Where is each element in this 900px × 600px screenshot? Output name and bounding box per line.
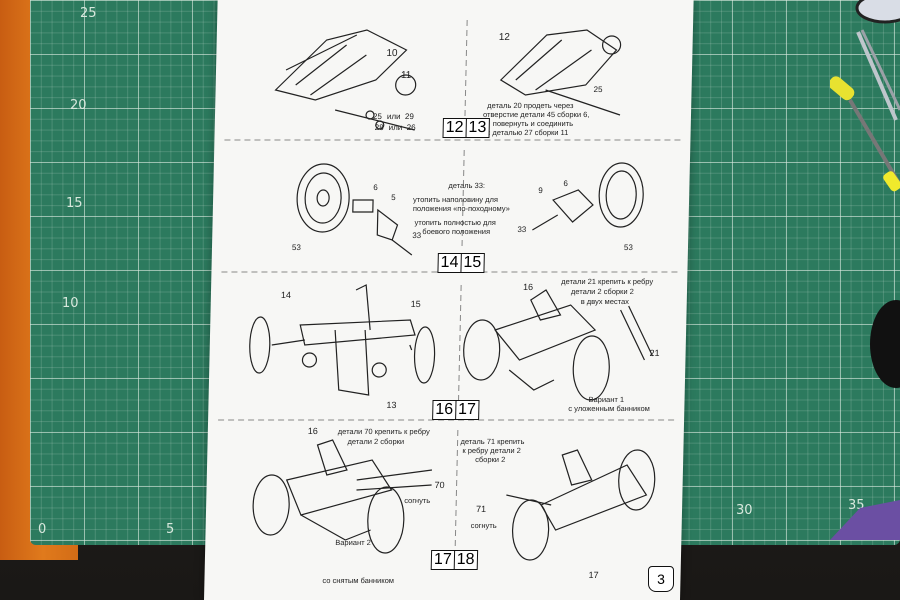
instruction-drawings: 10 11 25 или 29 28 или 26 12 25 6 5 33 5… [218, 20, 681, 585]
instruction-line: детали 21 крепить к ребру [561, 277, 653, 286]
part-label: 11 [401, 70, 412, 81]
part-label: 16 [308, 426, 318, 436]
part-label: 53 [292, 243, 302, 252]
part-label: 9 [538, 186, 543, 195]
hobby-tools [830, 0, 900, 192]
part-label: 33 [412, 231, 422, 240]
instruction-line: детали 70 крепить к ребру [338, 427, 430, 436]
mat-ruler-number: 25 [80, 6, 97, 21]
step-number: 12 [443, 119, 467, 137]
part-label: 25 [593, 85, 603, 94]
instruction-line: утопить наполовину для [413, 195, 498, 204]
part-label: 6 [373, 183, 378, 192]
part-callouts: 10 11 25 или 29 28 или 26 12 25 6 5 33 5… [281, 32, 660, 580]
instruction-line: в двух местах [581, 297, 630, 306]
part-label: 12 [499, 32, 511, 43]
instruction-line: деталь 20 продеть через [487, 101, 574, 110]
instruction-line: с деталью 27 сборки 11 [487, 128, 569, 137]
part-label: 15 [411, 299, 421, 309]
step-number: 14 [438, 254, 462, 272]
black-object [870, 300, 900, 388]
mat-ruler-number: 15 [66, 196, 83, 211]
mat-ruler-number: 20 [70, 98, 87, 113]
step18-drawing [506, 449, 656, 561]
step17b-drawing [252, 439, 433, 554]
step-number: 16 [433, 401, 457, 419]
part-label: 14 [281, 290, 291, 300]
step16-drawing [249, 284, 436, 396]
instruction-line: деталь 33: [448, 181, 485, 190]
instruction-line: к ребру детали 2 [462, 446, 521, 455]
part-label: 29 [405, 112, 415, 121]
instruction-line: Вариант 1 [588, 395, 624, 404]
instruction-line: повернуть и соединить [493, 119, 574, 128]
mat-ruler-number: 5 [166, 522, 175, 537]
instruction-line: утопить полностью для [414, 218, 496, 227]
instruction-sheet: 10 11 25 или 29 28 или 26 12 25 6 5 33 5… [204, 0, 694, 600]
instruction-text: деталь 20 продеть через отверстие детали… [322, 101, 653, 585]
part-label: или [389, 123, 403, 132]
part-label: 10 [386, 48, 398, 59]
page-number: 3 [648, 566, 674, 592]
part-label: 17 [588, 570, 598, 580]
step13-drawing [499, 29, 622, 116]
part-label: или [387, 112, 401, 121]
instruction-line: боевого положения [422, 227, 490, 236]
step14-drawing [296, 163, 413, 256]
part-label: 26 [407, 123, 417, 132]
step12-drawing [274, 29, 417, 131]
step15-drawing [532, 162, 644, 231]
part-label: 25 [373, 112, 383, 121]
step-number: 17 [431, 551, 455, 569]
mat-ruler-number: 10 [62, 296, 79, 311]
brush-handle [830, 76, 855, 101]
tweezers [856, 31, 898, 121]
instruction-line: согнуть [404, 496, 430, 505]
instruction-line: детали 2 сборки 2 [571, 287, 634, 296]
instruction-line: сборки 2 [475, 455, 505, 464]
purple-mat [830, 500, 900, 540]
instruction-line: Вариант 2 [335, 538, 371, 547]
step-number: 17 [457, 401, 477, 418]
paint-jar-lid [855, 0, 900, 24]
part-label: 70 [434, 480, 444, 490]
part-label: 6 [563, 179, 568, 188]
part-label: 13 [386, 400, 396, 410]
mat-ruler-number: 0 [38, 522, 47, 537]
instruction-line: со снятым банником [322, 576, 394, 585]
instruction-line: детали 2 сборки [347, 437, 404, 446]
part-label: 28 [375, 123, 385, 132]
brush-ferrule [848, 98, 900, 187]
step17-drawing [463, 289, 654, 401]
part-label: 71 [476, 504, 486, 514]
instruction-line: отверстие детали 45 сборки 6, [483, 110, 590, 119]
mat-ruler-number: 30 [736, 503, 753, 518]
part-label: 21 [649, 348, 659, 358]
instruction-line: деталь 71 крепить [460, 437, 524, 446]
step-number: 18 [456, 551, 475, 568]
part-label: 33 [517, 225, 527, 234]
part-label: 16 [523, 282, 533, 292]
instruction-line: положения «по-походному» [413, 204, 510, 213]
part-label: 5 [391, 193, 396, 202]
instruction-line: согнуть [471, 521, 497, 530]
step-number: 13 [468, 119, 487, 136]
part-label: 53 [624, 243, 634, 252]
instruction-line: с уложенным банником [568, 404, 650, 413]
step-number: 15 [463, 254, 482, 271]
